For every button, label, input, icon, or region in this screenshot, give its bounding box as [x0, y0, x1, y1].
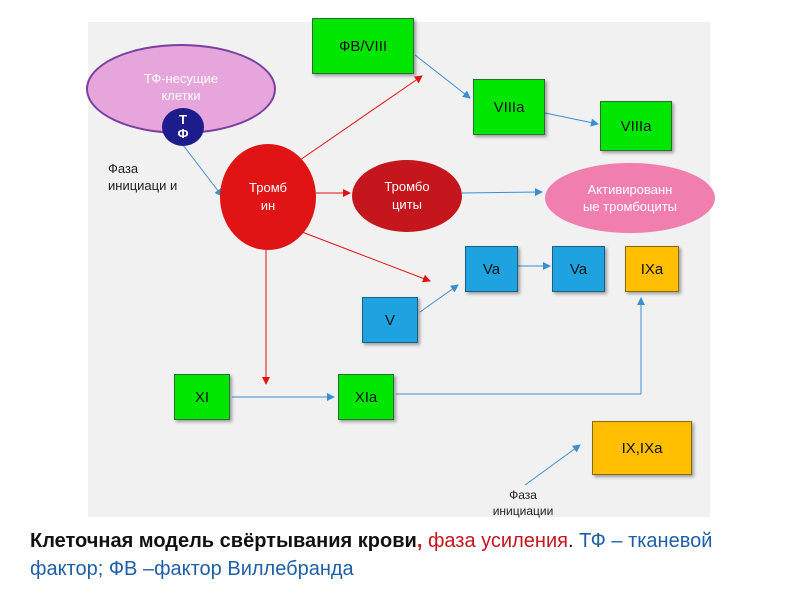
arrow-viiia-to-viiia — [544, 112, 599, 127]
thrombin-ellipse: Тромб ин — [220, 144, 316, 250]
xia-label: XIa — [354, 388, 378, 406]
initiation-phase-left-label: Фаза инициаци и — [108, 161, 178, 193]
va-box-1: Va — [465, 246, 518, 292]
tf-label: Т Ф — [177, 112, 189, 141]
arrow-platelets-to-activated — [461, 188, 543, 197]
viiia-label-2: VIIIa — [620, 117, 652, 135]
viiia-label-1: VIIIa — [493, 98, 525, 116]
thrombin-label: Тромб ин — [249, 180, 287, 213]
viiia-box-2: VIIIa — [600, 101, 672, 151]
activated-platelets-label: Активированн ые тромбоциты — [582, 182, 678, 214]
platelets-ellipse: Тромбо циты — [352, 160, 462, 232]
v-box: V — [362, 297, 418, 343]
initiation-phase-bottom-label: Фаза инициации — [492, 488, 554, 518]
arrow-tf-to-thrombin — [182, 144, 223, 197]
caption-comma: , — [416, 530, 423, 552]
arrow-initiation-to-ixixa — [524, 444, 581, 486]
xi-box: XI — [174, 374, 230, 420]
arrow-fvwf-to-viiia — [414, 54, 471, 99]
caption-phase: фаза усиления — [427, 530, 568, 552]
va-label-1: Va — [482, 260, 501, 278]
va-box-2: Va — [552, 246, 605, 292]
arrow-thrombin-to-va — [301, 231, 431, 283]
caption-title: Клеточная модель свёртывания крови — [30, 530, 417, 552]
ixa-box: IXa — [625, 246, 679, 292]
ixa-label: IXa — [640, 260, 664, 278]
slide-caption: Клеточная модель свёртывания крови, фаза… — [30, 527, 790, 583]
arrow-v-to-va — [419, 284, 459, 313]
caption-period: . — [567, 530, 574, 552]
xi-label: XI — [194, 388, 210, 406]
fvwf-viii-box: ФВ/VIII — [312, 18, 414, 74]
xia-box: XIa — [338, 374, 394, 420]
viiia-box-1: VIIIa — [473, 79, 545, 135]
v-label: V — [384, 311, 395, 329]
fvwf-viii-label: ФВ/VIII — [338, 37, 388, 55]
arrow-thrombin-to-fvwf — [299, 75, 423, 161]
tf-circle: Т Ф — [162, 108, 204, 146]
platelets-label: Тромбо циты — [384, 179, 430, 212]
va-label-2: Va — [569, 260, 588, 278]
ix-ixa-box: IX,IXa — [592, 421, 692, 475]
activated-platelets-ellipse: Активированн ые тромбоциты — [545, 163, 715, 233]
ix-ixa-label: IX,IXa — [621, 439, 663, 457]
tf-cells-label: ТФ-несущие клетки — [143, 71, 219, 103]
caption-definitions: ТФ – тканевой фактор; ФВ –фактор Виллебр… — [30, 530, 713, 580]
